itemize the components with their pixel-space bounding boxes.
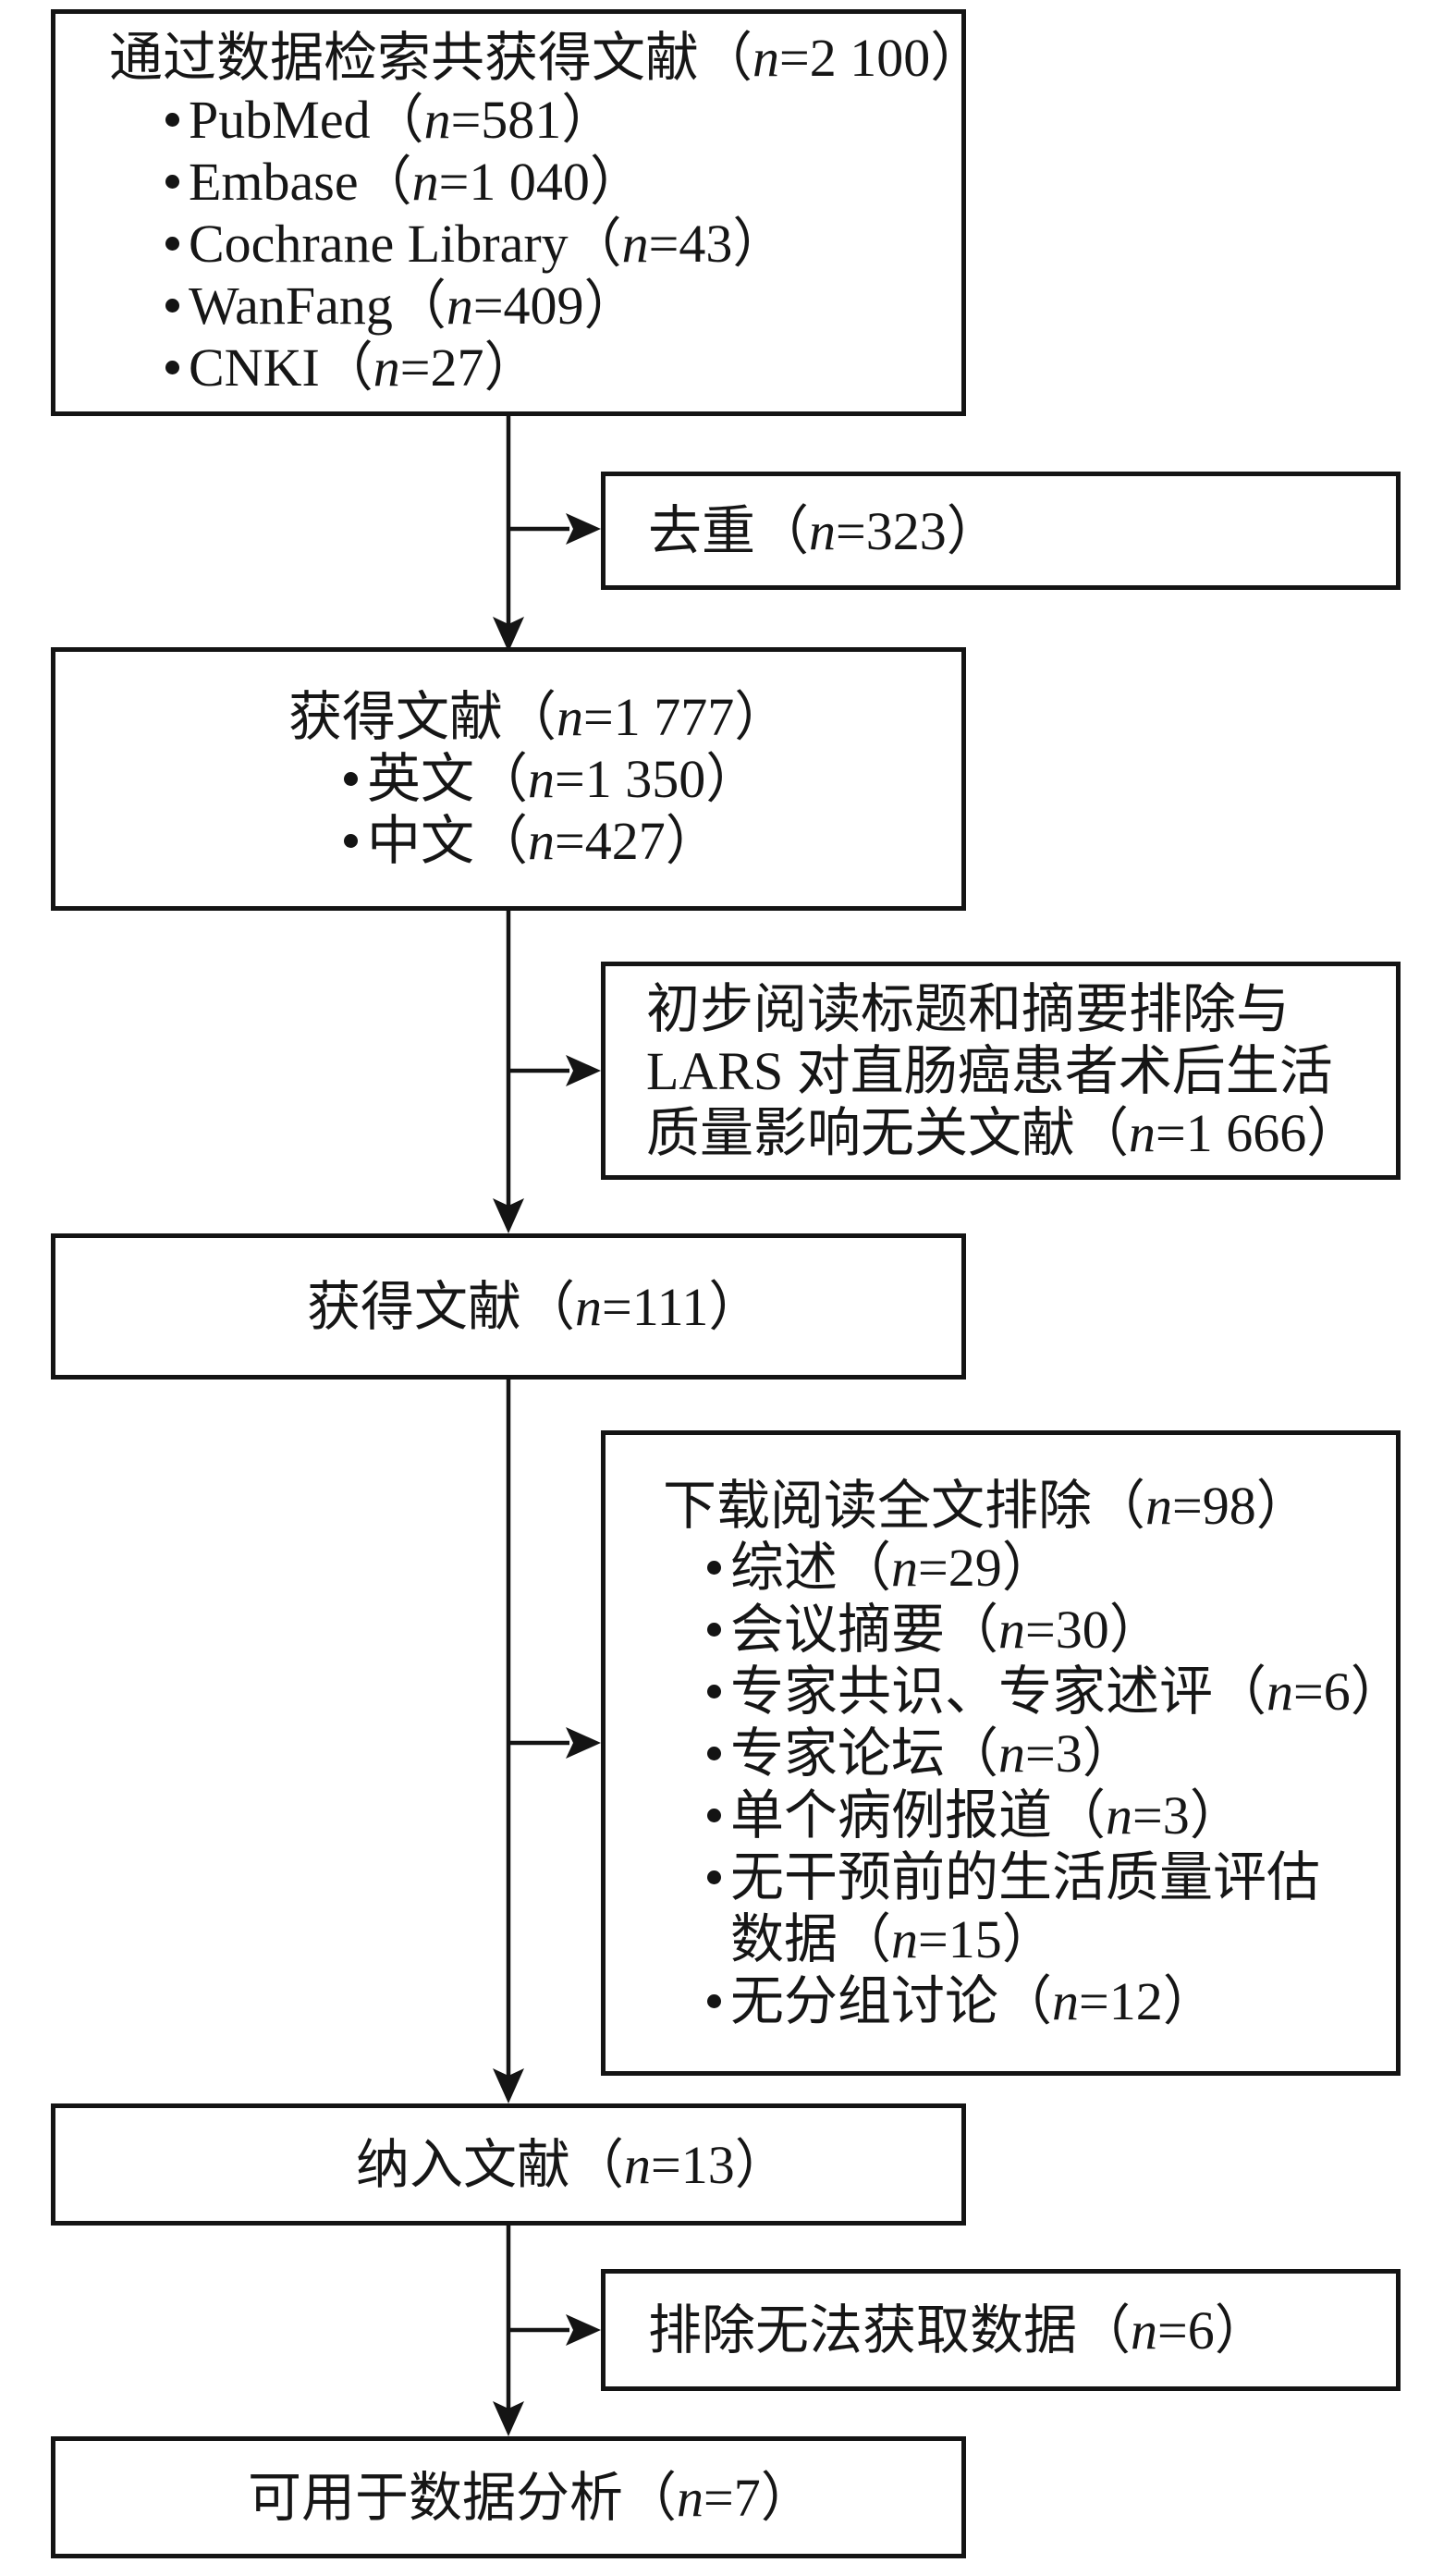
list-item-label: 无分组讨论（n=12） bbox=[730, 1970, 1217, 2031]
bullet-icon bbox=[707, 1993, 721, 2008]
box-records-screened: 获得文献（n=111） bbox=[51, 1233, 966, 1380]
list-item-label: 综述（n=29） bbox=[730, 1537, 1056, 1598]
box-duplicates-removed: 去重（n=323） bbox=[601, 472, 1401, 590]
bullet-icon bbox=[707, 1684, 721, 1698]
bullet-icon bbox=[165, 113, 179, 127]
list-item-label: Embase（n=1 040） bbox=[189, 152, 643, 212]
list-item: 会议摘要（n=30） bbox=[707, 1599, 1396, 1661]
arrow-screened-down bbox=[493, 1380, 524, 2103]
arrow-after-dedup-down bbox=[493, 911, 524, 1233]
list-item: 英文（n=1 350） bbox=[344, 748, 961, 810]
arrowhead-down-icon bbox=[493, 2401, 524, 2436]
bullet-icon bbox=[707, 1870, 721, 1884]
bullet-icon bbox=[707, 1746, 721, 1760]
box-records-identified: 通过数据检索共获得文献（n=2 100） PubMed（n=581） Embas… bbox=[51, 9, 985, 416]
list-item: WanFang（n=409） bbox=[165, 275, 961, 337]
list-item: 专家共识、专家述评（n=6） bbox=[707, 1661, 1404, 1723]
arrow-branch-title-abstract-excluded bbox=[508, 1055, 601, 1086]
box-title: 获得文献（n=1 777） bbox=[288, 687, 789, 747]
box-label: 获得文献（n=111） bbox=[307, 1276, 763, 1337]
list-item-label: 会议摘要（n=30） bbox=[730, 1599, 1163, 1660]
box-label: 排除无法获取数据（n=6） bbox=[648, 2299, 1268, 2361]
bullet-icon bbox=[165, 237, 179, 251]
bullet-icon bbox=[165, 361, 179, 374]
list-item-label: 英文（n=1 350） bbox=[367, 749, 760, 809]
bullet-icon bbox=[165, 175, 179, 189]
bullet-icon bbox=[344, 772, 358, 786]
arrow-identified-down bbox=[493, 416, 524, 652]
arrow-branch-no-data-excluded bbox=[508, 2314, 601, 2346]
box-text-line: LARS 对直肠癌患者术后生活 bbox=[646, 1040, 1333, 1101]
arrowhead-down-icon bbox=[493, 1198, 524, 1233]
box-title: 下载阅读全文排除（n=98） bbox=[663, 1475, 1310, 1536]
list-item-label: 专家共识、专家述评（n=6） bbox=[730, 1661, 1404, 1722]
box-label: 可用于数据分析（n=7） bbox=[248, 2467, 814, 2528]
box-available-for-analysis: 可用于数据分析（n=7） bbox=[51, 2436, 966, 2558]
bullet-icon bbox=[707, 1560, 721, 1575]
bullet-icon bbox=[707, 1622, 721, 1637]
list-item: Embase（n=1 040） bbox=[165, 151, 961, 213]
arrowhead-down-icon bbox=[493, 2068, 524, 2103]
box-text-line: 质量影响无关文献（n=1 666） bbox=[646, 1102, 1361, 1163]
list-item-label: 中文（n=427） bbox=[367, 811, 719, 871]
list-item: 综述（n=29） bbox=[707, 1537, 1396, 1599]
arrow-included-down bbox=[493, 2226, 524, 2436]
arrowhead-right-icon bbox=[566, 1727, 601, 1759]
list-item-label: 无干预前的生活质量评估 bbox=[730, 1846, 1321, 1907]
list-item-label: WanFang（n=409） bbox=[189, 276, 638, 336]
arrowhead-right-icon bbox=[566, 1055, 601, 1086]
list-item: 无干预前的生活质量评估 bbox=[707, 1846, 1396, 1908]
list-item-label: PubMed（n=581） bbox=[189, 90, 616, 150]
list-item: 专家论坛（n=3） bbox=[707, 1723, 1396, 1784]
box-records-after-dedup: 获得文献（n=1 777） 英文（n=1 350） 中文（n=427） bbox=[51, 647, 966, 911]
box-label: 去重（n=323） bbox=[648, 500, 1000, 561]
arrowhead-right-icon bbox=[566, 2314, 601, 2346]
list-item-continuation: 数据（n=15） bbox=[730, 1908, 1056, 1969]
arrowhead-down-icon bbox=[493, 617, 524, 652]
list-item: Cochrane Library（n=43） bbox=[165, 213, 961, 275]
box-fulltext-excluded: 下载阅读全文排除（n=98） 综述（n=29） 会议摘要（n=30） 专家共识、… bbox=[601, 1430, 1404, 2076]
arrow-branch-dedup bbox=[508, 513, 601, 545]
list-item-label: CNKI（n=27） bbox=[189, 337, 538, 398]
box-label: 纳入文献（n=13） bbox=[356, 2134, 789, 2195]
list-item: 无分组讨论（n=12） bbox=[707, 1970, 1396, 2032]
bullet-icon bbox=[165, 299, 179, 313]
bullet-icon bbox=[344, 834, 358, 848]
list-item: PubMed（n=581） bbox=[165, 89, 961, 151]
list-item: 中文（n=427） bbox=[344, 810, 961, 872]
list-item-label: 单个病例报道（n=3） bbox=[730, 1784, 1243, 1846]
list-item: 单个病例报道（n=3） bbox=[707, 1784, 1396, 1846]
list-item-label: Cochrane Library（n=43） bbox=[189, 214, 787, 274]
arrowhead-right-icon bbox=[566, 513, 601, 545]
bullet-icon bbox=[707, 1808, 721, 1822]
arrow-branch-fulltext-excluded bbox=[508, 1727, 601, 1759]
list-item: CNKI（n=27） bbox=[165, 337, 961, 399]
box-text-line: 初步阅读标题和摘要排除与 bbox=[646, 978, 1291, 1039]
list-item-label: 专家论坛（n=3） bbox=[730, 1723, 1136, 1784]
box-excluded-no-data: 排除无法获取数据（n=6） bbox=[601, 2269, 1401, 2391]
box-title: 通过数据检索共获得文献（n=2 100） bbox=[109, 28, 985, 88]
box-studies-included: 纳入文献（n=13） bbox=[51, 2103, 966, 2226]
box-title-abstract-excluded: 初步阅读标题和摘要排除与 LARS 对直肠癌患者术后生活 质量影响无关文献（n=… bbox=[601, 962, 1401, 1180]
